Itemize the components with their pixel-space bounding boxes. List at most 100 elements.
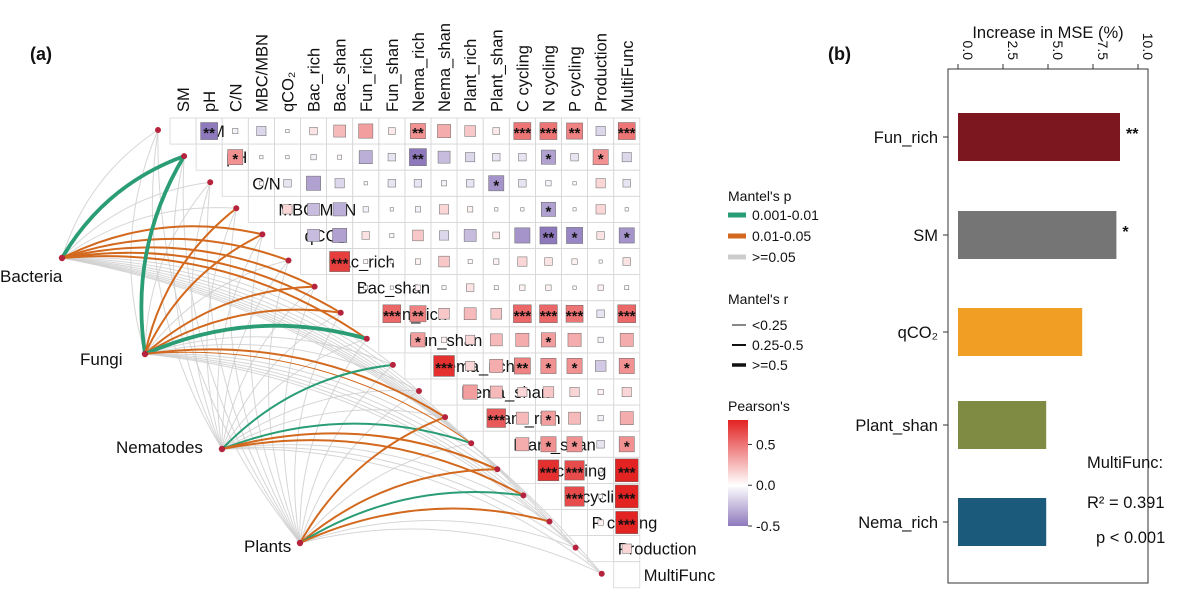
grid-cell [587, 535, 615, 563]
mantel-p-legend-label: >=0.05 [752, 249, 796, 265]
correlation-square [493, 258, 500, 265]
correlation-square [441, 336, 447, 343]
significance-mark: ** [543, 229, 555, 246]
mantel-link [61, 181, 211, 259]
bar [958, 498, 1047, 546]
correlation-square [410, 332, 426, 348]
correlation-square [486, 408, 506, 428]
correlation-square [545, 180, 552, 187]
correlation-square [520, 207, 525, 212]
correlation-square [619, 411, 634, 426]
mantel-link [191, 182, 223, 450]
x-tick-label: 5.0 [1050, 41, 1066, 61]
row-label: C/N [252, 175, 280, 193]
correlation-square [615, 458, 639, 483]
correlation-square [467, 259, 473, 264]
correlation-square [409, 305, 427, 323]
correlation-square [539, 304, 558, 323]
mantel-link [144, 353, 576, 548]
correlation-square [382, 304, 402, 323]
correlation-square [566, 436, 583, 453]
significance-mark: * [624, 229, 630, 246]
x-tick-label: 7.5 [1095, 41, 1111, 61]
correlation-square [285, 129, 290, 134]
correlation-square [567, 332, 582, 347]
correlation-square [515, 437, 530, 452]
legends: Mantel's p0.001-0.010.01-0.05>=0.05Mante… [728, 188, 819, 534]
mantel-link [299, 491, 524, 544]
correlation-square [492, 127, 500, 135]
significance-mark: * [598, 151, 604, 168]
x-tick-label: 10.0 [1140, 33, 1156, 60]
correlation-square [337, 154, 342, 160]
correlation-square [597, 519, 604, 526]
group-node [58, 254, 66, 262]
correlation-square [464, 125, 476, 137]
correlation-square [621, 152, 632, 163]
correlation-square [596, 231, 605, 240]
mantel-link [221, 389, 420, 450]
mantel-link [61, 257, 472, 444]
correlation-square [306, 175, 321, 191]
mantel-link [294, 312, 342, 544]
correlation-square [332, 228, 348, 243]
significance-mark: ** [517, 360, 529, 377]
correlation-square [466, 283, 475, 292]
significance-mark: * [415, 334, 421, 351]
column-label: Bac_shan [332, 39, 350, 112]
grid-cell [326, 274, 354, 302]
mantel-link [144, 323, 368, 356]
correlation-square [489, 385, 503, 399]
grid-cell [221, 169, 249, 197]
correlation-square [307, 203, 320, 216]
correlation-square [309, 126, 318, 136]
target-node [520, 492, 527, 499]
column-label: C/N [227, 84, 245, 112]
correlation-square [572, 181, 577, 186]
correlation-square [537, 459, 560, 482]
correlation-square [232, 128, 239, 134]
target-node [311, 283, 318, 290]
significance-mark: *** [566, 464, 584, 481]
correlation-square [362, 206, 369, 213]
mantel-link [144, 343, 420, 392]
column-label: Plant_rich [462, 39, 480, 112]
mantel-link [144, 336, 394, 366]
mantel-link [144, 351, 472, 444]
column-label: Bac_rich [306, 48, 324, 112]
correlation-square [598, 494, 603, 499]
column-label: MultiFunc [619, 40, 637, 112]
correlation-square [259, 155, 264, 160]
correlation-square [465, 152, 476, 163]
significance-mark: *** [487, 412, 505, 429]
correlation-square [358, 123, 374, 139]
correlation-square [488, 175, 505, 192]
mantel-link [221, 338, 367, 450]
correlation-square [283, 179, 292, 188]
grid-cell [169, 117, 197, 145]
correlation-square [595, 360, 607, 372]
correlation-square [363, 259, 369, 264]
target-node [363, 335, 370, 342]
correlation-square [227, 149, 244, 166]
correlation-square [332, 202, 347, 217]
mantel-link [151, 129, 223, 450]
grid-cell [195, 143, 223, 171]
mantel-link [299, 338, 368, 544]
correlation-square [415, 284, 421, 291]
correlation-square [388, 127, 396, 135]
mantel-link [221, 409, 446, 450]
significance-mark: ** [412, 151, 424, 168]
correlation-square [439, 230, 449, 241]
mantel-link [139, 155, 186, 355]
mantel-link [144, 348, 446, 418]
correlation-square [389, 285, 394, 290]
correlation-square [544, 257, 553, 266]
correlation-square [597, 389, 604, 395]
correlation-square [518, 153, 527, 162]
bar [958, 211, 1117, 259]
grid-cell [456, 404, 484, 432]
mantel-link [144, 285, 315, 355]
